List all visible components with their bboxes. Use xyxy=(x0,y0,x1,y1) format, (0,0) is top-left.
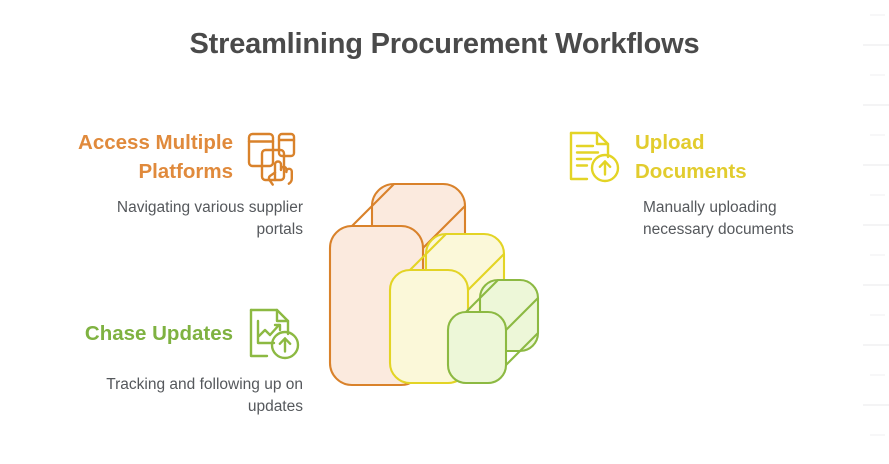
feature-title-access-multiple-platforms: Access Multiple Platforms xyxy=(78,131,233,184)
feature-header: Access Multiple Platforms xyxy=(18,128,303,186)
ruler-tick xyxy=(870,374,885,376)
ruler-tick xyxy=(870,254,885,256)
ruler-tick xyxy=(863,104,889,106)
ruler-tick xyxy=(863,284,889,286)
ruler-tick xyxy=(863,344,889,346)
feature-body-chase-updates: Tracking and following up on updates xyxy=(106,376,303,415)
feature-access-multiple-platforms: Access Multiple Platforms xyxy=(18,128,303,241)
ruler-tick xyxy=(870,194,885,196)
document-upload-icon xyxy=(565,128,623,186)
feature-header: Upload Documents xyxy=(565,128,865,186)
feature-title-upload-documents: Upload Documents xyxy=(635,131,747,184)
feature-chase-updates: Chase Updates Tracking and xyxy=(12,305,303,418)
ruler-tick xyxy=(870,14,885,16)
feature-upload-documents: Upload Documents Manually uploading nece… xyxy=(565,128,865,241)
chart-document-upload-icon xyxy=(245,305,303,363)
ruler-tick xyxy=(870,134,885,136)
ruler-tick xyxy=(870,74,885,76)
ruler-tick xyxy=(863,224,889,226)
ruler-tick xyxy=(870,434,885,436)
inner-block xyxy=(446,278,540,385)
ruler-tick xyxy=(870,314,885,316)
feature-body-access-multiple-platforms: Navigating various supplier portals xyxy=(116,199,303,239)
feature-title-chase-updates: Chase Updates xyxy=(84,322,233,346)
ruler-tick xyxy=(863,164,889,166)
page-title: Streamlining Procurement Workflows xyxy=(189,28,700,60)
feature-body-upload-documents: Manually uploading necessary documents xyxy=(643,199,794,239)
nested-isometric-blocks-graphic xyxy=(318,178,568,403)
ruler-tick xyxy=(863,404,889,406)
multiple-devices-tap-icon xyxy=(245,128,303,186)
feature-header: Chase Updates xyxy=(12,305,303,363)
